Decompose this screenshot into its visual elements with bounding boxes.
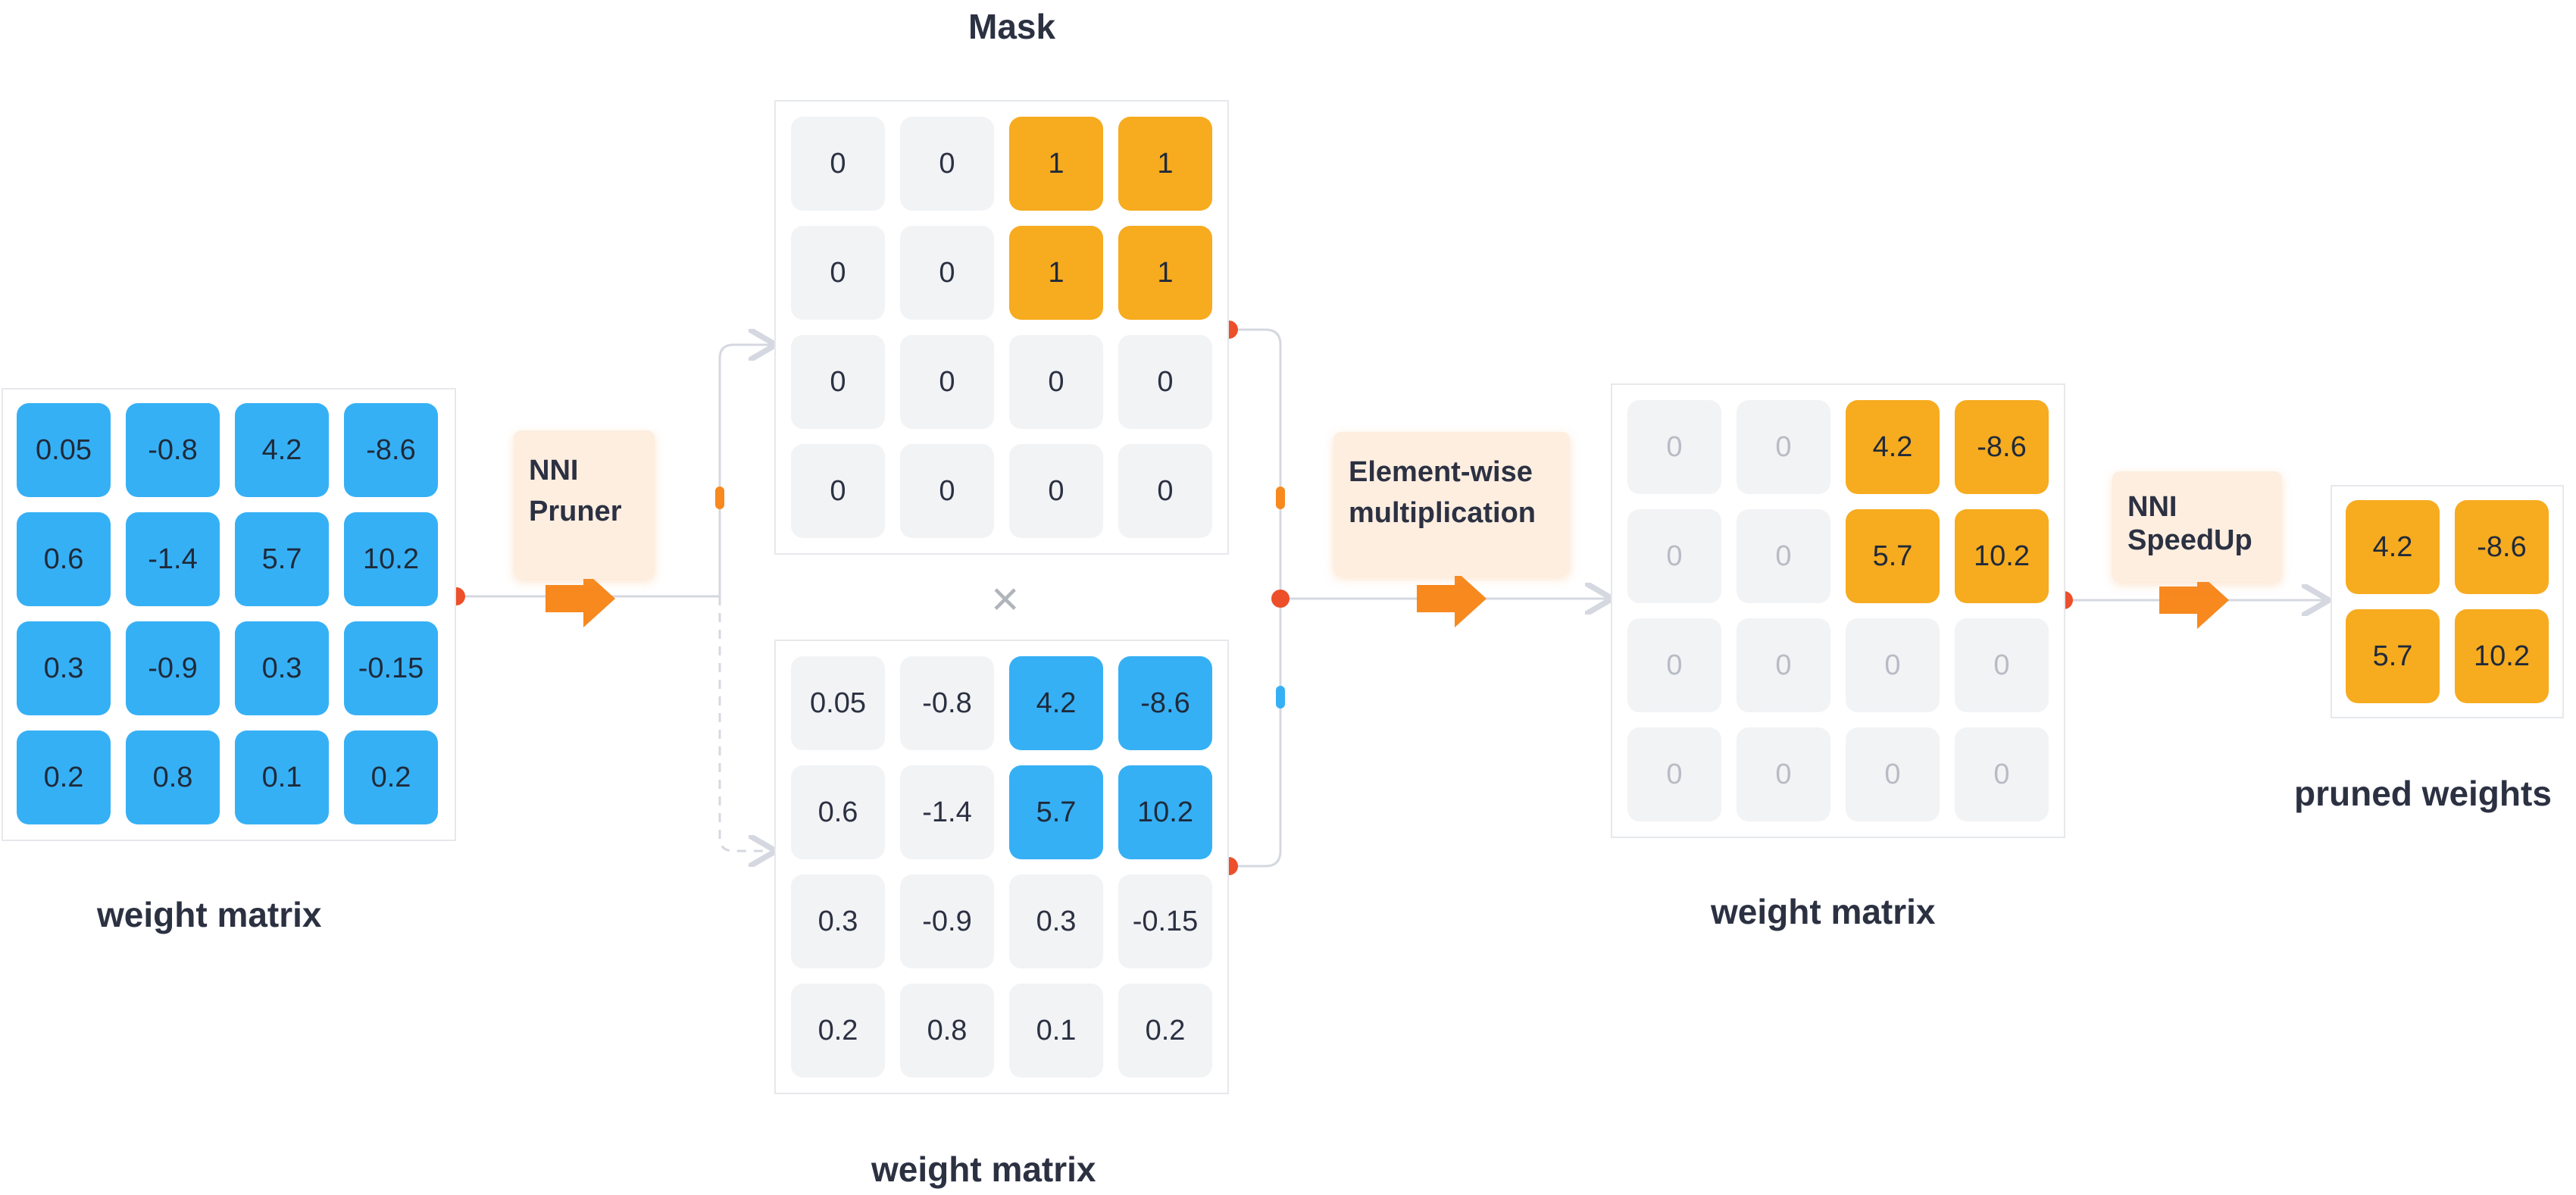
pill-orange-upper-branch <box>715 486 724 509</box>
weights-cell: 0.3 <box>791 874 885 968</box>
pill-orange-mask-branch <box>1276 486 1285 509</box>
weights-cell: -8.6 <box>1118 656 1212 750</box>
dot-merge <box>1271 590 1290 608</box>
result-cell: 0 <box>1627 509 1721 603</box>
left-cell: 0.3 <box>17 621 111 715</box>
weight-matrix-mid-label: weight matrix <box>871 1150 1096 1189</box>
mask-cell: 0 <box>900 226 994 320</box>
mask-cell: 0 <box>1009 335 1103 429</box>
mask-cell: 0 <box>900 444 994 538</box>
weights-cell: -1.4 <box>900 765 994 859</box>
left-cell: -8.6 <box>344 403 438 497</box>
connector-weights-to-merge <box>1229 596 1282 868</box>
weights-cell: 10.2 <box>1118 765 1212 859</box>
pruner-label-line1: NNI <box>529 455 579 486</box>
left-cell: 0.2 <box>17 730 111 824</box>
result-cell: 10.2 <box>1955 509 2049 603</box>
weights-cell: -0.8 <box>900 656 994 750</box>
weights-cell: 0.1 <box>1009 984 1103 1078</box>
result-cell: 0 <box>1737 727 1830 821</box>
left-cell: 0.6 <box>17 512 111 606</box>
mask-label: Mask <box>968 7 1056 46</box>
mask-cell: 0 <box>791 335 885 429</box>
result-cell: 0 <box>1627 727 1721 821</box>
left-cell: -0.9 <box>126 621 220 715</box>
left-cell: 5.7 <box>235 512 329 606</box>
mask-cell: 0 <box>1118 444 1212 538</box>
weights-cell: 0.05 <box>791 656 885 750</box>
connector-split-to-mask <box>718 345 771 596</box>
weights-cell: 0.2 <box>791 984 885 1078</box>
left-cell: 0.8 <box>126 730 220 824</box>
mask-cell: 1 <box>1009 226 1103 320</box>
mask-cell: 0 <box>900 117 994 211</box>
speedup-label-line1: NNI <box>2127 491 2177 523</box>
weights-cell: 5.7 <box>1009 765 1103 859</box>
mask-cell: 0 <box>791 117 885 211</box>
mask-cell: 0 <box>1118 335 1212 429</box>
weights-cell: 0.3 <box>1009 874 1103 968</box>
pruned-cell: 10.2 <box>2455 609 2549 703</box>
weights-cell: 0.2 <box>1118 984 1212 1078</box>
weights-cell: 4.2 <box>1009 656 1103 750</box>
pill-blue-weights-branch <box>1276 686 1285 709</box>
result-cell: 5.7 <box>1846 509 1940 603</box>
result-cell: -8.6 <box>1955 400 2049 494</box>
pruned-cell: 5.7 <box>2346 609 2440 703</box>
result-cell: 0 <box>1737 509 1830 603</box>
left-cell: -0.8 <box>126 403 220 497</box>
weights-cell: 0.8 <box>900 984 994 1078</box>
left-cell: 0.3 <box>235 621 329 715</box>
mask-cell: 0 <box>791 444 885 538</box>
multiply-label-line2: multiplication <box>1349 497 1536 529</box>
multiply-symbol: × <box>991 571 1020 626</box>
pruner-box: NNI Pruner <box>514 430 655 579</box>
result-cell: 0 <box>1627 400 1721 494</box>
left-cell: -0.15 <box>344 621 438 715</box>
mask-cell: 0 <box>900 335 994 429</box>
left-cell: 0.05 <box>17 403 111 497</box>
arrow-icon-multiply <box>1417 570 1487 627</box>
result-cell: 4.2 <box>1846 400 1940 494</box>
multiply-label-line1: Element-wise <box>1349 456 1533 488</box>
result-cell: 0 <box>1955 727 2049 821</box>
pruned-cell: 4.2 <box>2346 500 2440 594</box>
multiply-box: Element-wise multiplication <box>1333 432 1570 576</box>
mask-cell: 0 <box>1009 444 1103 538</box>
pruner-label-line2: Pruner <box>529 496 622 527</box>
mask-cell: 1 <box>1118 117 1212 211</box>
left-cell: 0.2 <box>344 730 438 824</box>
left-cell: 4.2 <box>235 403 329 497</box>
mask-cell: 1 <box>1118 226 1212 320</box>
result-cell: 0 <box>1846 727 1940 821</box>
weight-matrix-right-label: weight matrix <box>1711 892 1936 931</box>
connector-split-to-weights <box>718 596 771 851</box>
weight-matrix-left-label: weight matrix <box>97 895 322 934</box>
result-cell: 0 <box>1627 618 1721 712</box>
connector-mask-to-merge <box>1229 328 1282 596</box>
mask-cell: 1 <box>1009 117 1103 211</box>
left-cell: 0.1 <box>235 730 329 824</box>
pruned-cell: -8.6 <box>2455 500 2549 594</box>
weights-cell: -0.15 <box>1118 874 1212 968</box>
speedup-label-line2: SpeedUp <box>2127 524 2252 556</box>
result-cell: 0 <box>1737 618 1830 712</box>
speedup-box: NNI SpeedUp <box>2112 471 2282 582</box>
weights-cell: 0.6 <box>791 765 885 859</box>
result-cell: 0 <box>1955 618 2049 712</box>
mask-cell: 0 <box>791 226 885 320</box>
result-cell: 0 <box>1846 618 1940 712</box>
left-cell: -1.4 <box>126 512 220 606</box>
result-cell: 0 <box>1737 400 1830 494</box>
left-cell: 10.2 <box>344 512 438 606</box>
weights-cell: -0.9 <box>900 874 994 968</box>
pruned-weights-label: pruned weights <box>2294 774 2552 813</box>
